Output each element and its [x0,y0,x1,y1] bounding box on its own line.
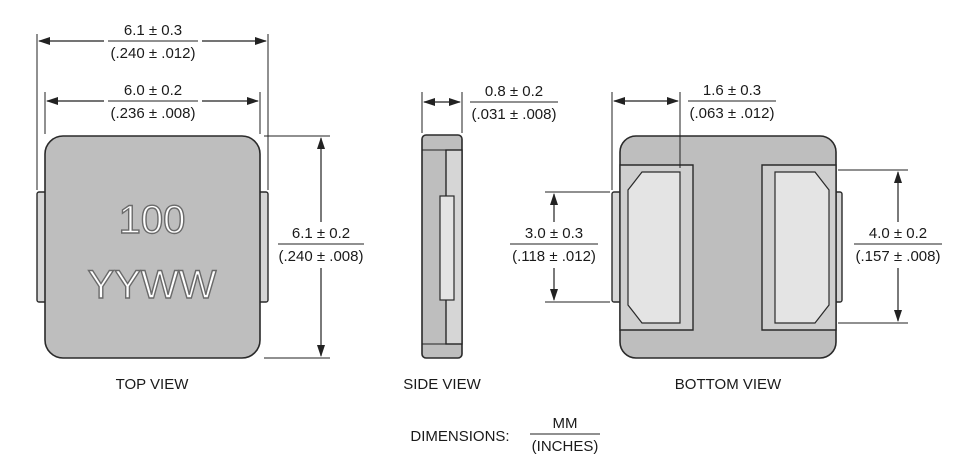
dim-pad-right-height-in: (.157 ± .008) [856,248,941,265]
dim-thickness-in: (.031 ± .008) [472,106,557,123]
top-view-body [44,135,261,359]
side-view-recess [439,195,455,301]
dim-pad-width-in: (.063 ± .012) [690,105,775,122]
legend-label: DIMENSIONS: [410,428,509,445]
units-legend: DIMENSIONS: MM (INCHES) [410,415,600,455]
legend-denominator: (INCHES) [532,438,599,455]
bottom-view: 1.6 ± 0.3 (.063 ± .012) 3.0 ± 0.3 (.118 … [510,82,942,393]
dim-pad-left-height-mm: 3.0 ± 0.3 [525,225,583,242]
dim-body-width-in: (.236 ± .008) [111,105,196,122]
top-view-marking-value: 100 [119,198,186,242]
dim-overall-width-in: (.240 ± .012) [111,45,196,62]
dim-overall-width-mm: 6.1 ± 0.3 [124,22,182,39]
dim-thickness-mm: 0.8 ± 0.2 [485,83,543,100]
dim-pad-right-height-mm: 4.0 ± 0.2 [869,225,927,242]
top-view-marking-date-code: YYWW [88,263,217,307]
bottom-view-right-pad-inner [774,171,830,324]
side-view-caption: SIDE VIEW [403,376,481,393]
bottom-view-caption: BOTTOM VIEW [675,376,782,393]
top-view-caption: TOP VIEW [116,376,190,393]
dim-pad-left-height-in: (.118 ± .012) [512,248,596,265]
top-view: 100 YYWW 6.1 ± 0.3 (.240 ± .012) 6.0 ± 0… [36,22,364,393]
dim-body-width-mm: 6.0 ± 0.2 [124,82,182,99]
dim-pad-width-mm: 1.6 ± 0.3 [703,82,761,99]
dim-height-mm: 6.1 ± 0.2 [292,225,350,242]
dim-height-in: (.240 ± .008) [279,248,364,265]
side-view: 0.8 ± 0.2 (.031 ± .008) SIDE VIEW [403,83,558,393]
legend-numerator: MM [553,415,578,432]
bottom-view-left-pad-inner [627,171,681,324]
